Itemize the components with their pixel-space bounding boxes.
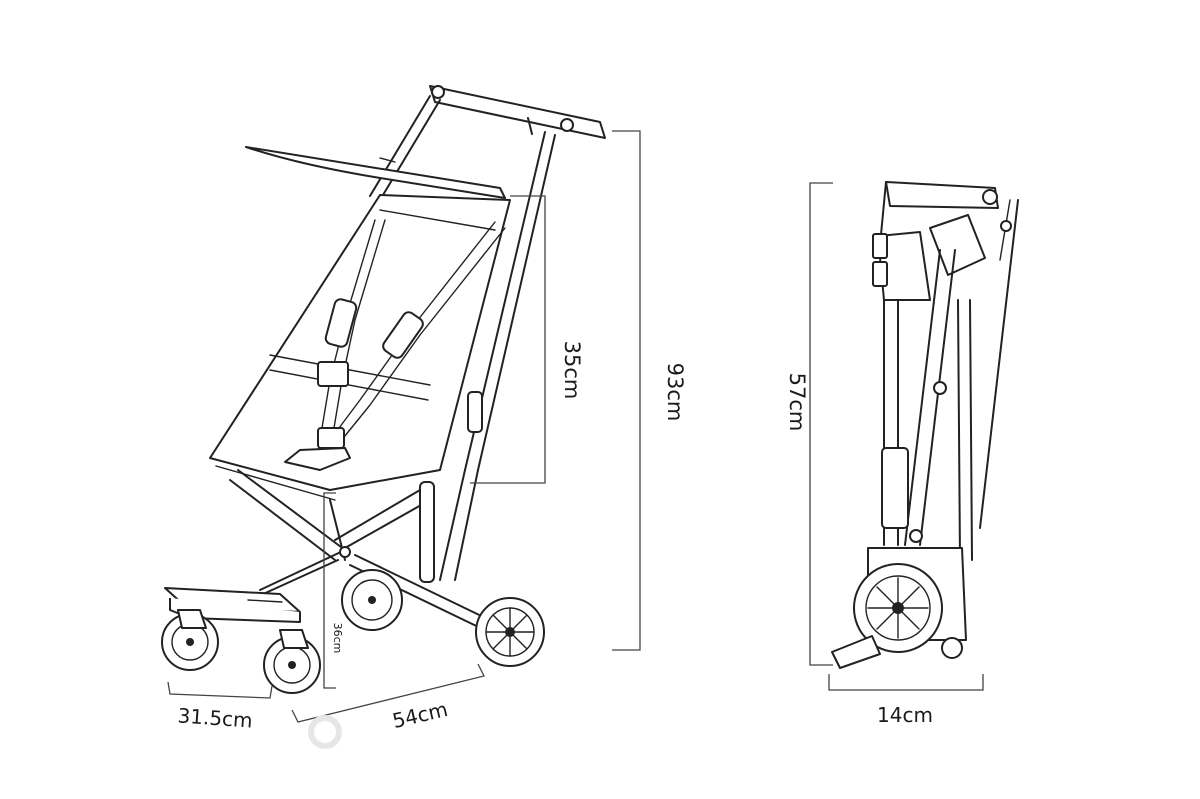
- canopy: [245, 146, 506, 199]
- label-total-height: 93cm: [663, 363, 687, 422]
- label-width: 31.5cm: [177, 703, 254, 732]
- label-seat-height: 36cm: [331, 623, 344, 654]
- dimension-total-height: 93cm: [612, 130, 687, 651]
- safety-harness: [284, 219, 506, 471]
- front-left-wheel: [161, 609, 219, 671]
- rear-right-wheel: [475, 597, 545, 667]
- dimension-seat-height: 36cm: [323, 492, 344, 689]
- label-folded-height: 57cm: [785, 373, 809, 432]
- label-length: 54cm: [390, 697, 450, 733]
- dimension-folded-height: 57cm: [785, 182, 833, 666]
- handlebar: [429, 85, 606, 139]
- folded-stroller-illustration: [831, 181, 1019, 669]
- rear-left-wheel: [341, 569, 403, 631]
- front-right-wheel: [263, 629, 321, 694]
- dimension-backrest-height: 35cm: [470, 195, 584, 484]
- dimension-width: 31.5cm: [167, 681, 273, 733]
- seat-backrest: [209, 194, 511, 501]
- dimension-folded-depth: 14cm: [828, 674, 984, 727]
- label-folded-depth: 14cm: [877, 703, 933, 727]
- unfolded-stroller-illustration: [161, 85, 606, 694]
- loading-ring-artifact: [308, 715, 342, 749]
- dimension-length: 54cm: [291, 663, 485, 733]
- label-backrest-height: 35cm: [560, 341, 584, 400]
